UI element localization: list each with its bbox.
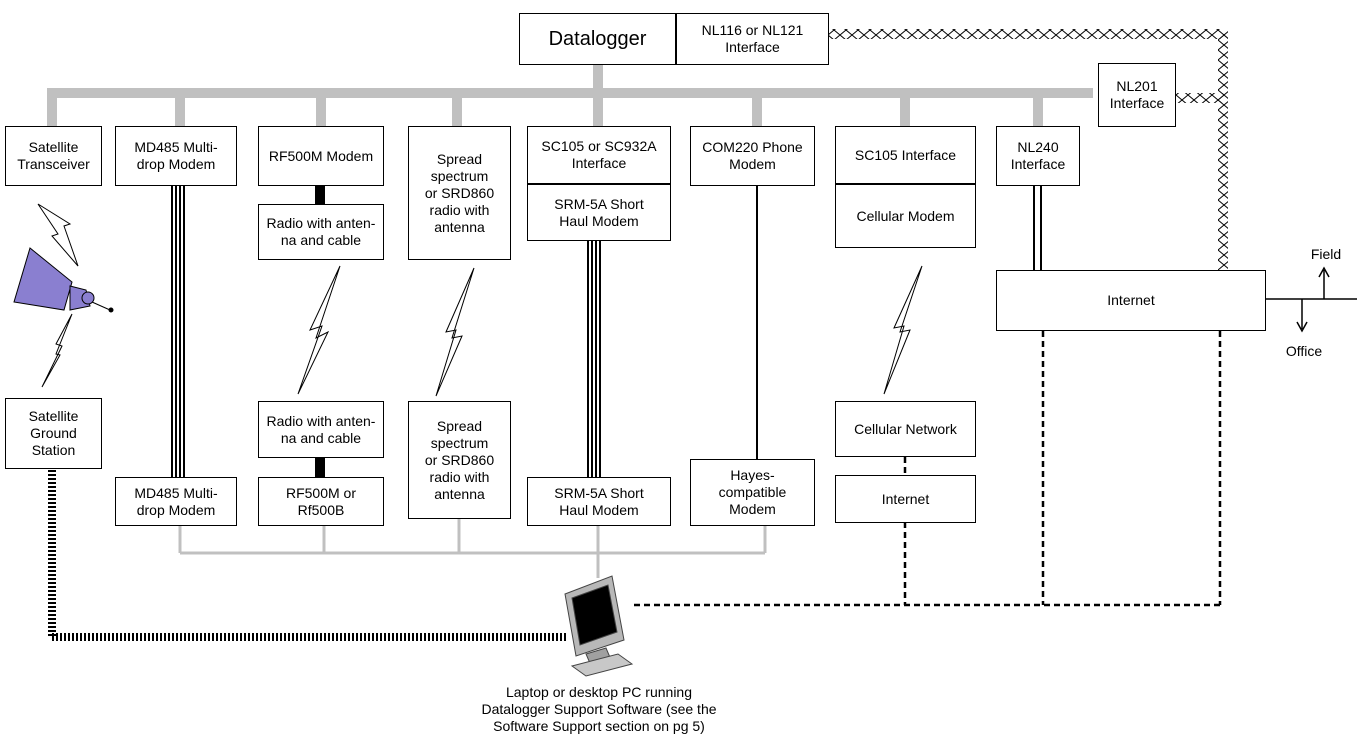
spread-spectrum-top-box: Spread spectrum or SRD860 radio with ant… <box>408 126 511 260</box>
cellular-network-box: Cellular Network <box>835 401 976 457</box>
nl240-interface-box: NL240 Interface <box>996 126 1080 186</box>
datalogger-bus <box>47 64 1093 126</box>
nl116-nl121-interface-box: NL116 or NL121 Interface <box>676 13 829 65</box>
dashed-links <box>634 331 1222 607</box>
md485-top-box: MD485 Multi- drop Modem <box>115 126 237 186</box>
sc105-sc932a-interface-box: SC105 or SC932A Interface <box>527 126 671 184</box>
pc-caption: Laptop or desktop PC running Datalogger … <box>481 684 717 734</box>
radio-top-box: Radio with anten- na and cable <box>258 204 384 260</box>
nl201-interface-box: NL201 Interface <box>1098 63 1176 127</box>
radio-bottom-box: Radio with anten- na and cable <box>258 401 384 458</box>
md485-bottom-box: MD485 Multi- drop Modem <box>115 477 237 526</box>
internet-small-box: Internet <box>835 475 976 523</box>
srm5a-top-box: SRM-5A Short Haul Modem <box>527 184 671 241</box>
hayes-modem-box: Hayes- compatible Modem <box>690 459 815 526</box>
field-label: Field <box>1310 246 1342 262</box>
pc-bus <box>178 518 767 578</box>
computer-monitor-icon <box>564 575 634 677</box>
cellular-modem-box: Cellular Modem <box>835 184 976 248</box>
satellite-icon <box>13 247 114 313</box>
ground-station-link <box>48 470 566 641</box>
datalogger-box: Datalogger <box>519 13 676 65</box>
sc105-interface-box: SC105 Interface <box>835 126 976 184</box>
rf500m-rf500b-box: RF500M or Rf500B <box>258 477 384 526</box>
lightning-bolt-icon <box>37 203 923 397</box>
spread-spectrum-bottom-box: Spread spectrum or SRD860 radio with ant… <box>408 401 511 519</box>
srm5a-bottom-box: SRM-5A Short Haul Modem <box>527 477 671 526</box>
internet-big-box: Internet <box>996 270 1266 331</box>
satellite-ground-station-box: Satellite Ground Station <box>5 398 102 469</box>
rf500m-modem-box: RF500M Modem <box>258 126 384 186</box>
black-connectors <box>171 185 1357 477</box>
diamond-chain <box>828 29 1228 270</box>
com220-phone-modem-box: COM220 Phone Modem <box>690 126 815 186</box>
satellite-transceiver-box: Satellite Transceiver <box>5 126 102 186</box>
office-label: Office <box>1285 343 1323 359</box>
